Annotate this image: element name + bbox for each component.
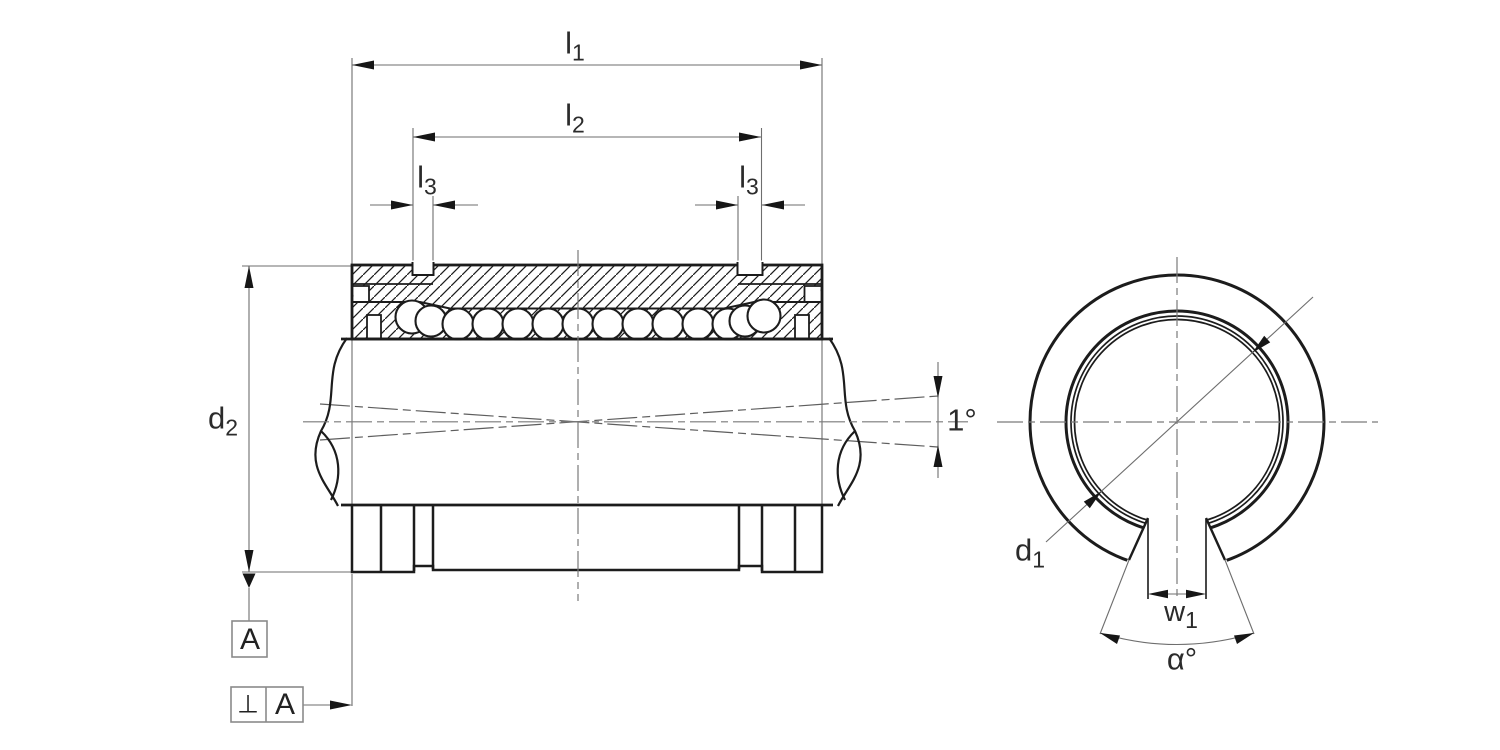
ball — [681, 307, 715, 341]
shaft — [314, 337, 862, 507]
datum-symbols — [230, 620, 304, 723]
shaft-break-right-lens — [836, 430, 856, 501]
d2-extension-lines — [242, 265, 351, 573]
d2-arrow-bottom — [244, 550, 254, 572]
dim-d1-sub: 1 — [1032, 546, 1046, 573]
slot-edge-lines — [1147, 519, 1207, 599]
dim-d2-base: d — [207, 400, 226, 436]
opening-angle-text: α° — [1166, 641, 1198, 677]
tilted-axis-upper — [319, 395, 939, 441]
dim-l3-left-base: l — [417, 159, 425, 195]
ball — [471, 307, 505, 341]
slot-wedge-cutout — [1097, 515, 1257, 661]
d1-dimension-line — [1045, 296, 1314, 543]
fcf-datum-letter: A — [274, 688, 296, 721]
dim-d1-base: d — [1014, 532, 1033, 568]
slot-geometry — [1127, 517, 1227, 599]
dim-d2-sub: 2 — [225, 414, 239, 441]
datum-a-box — [231, 620, 268, 658]
l3-left-arrow-a — [391, 200, 413, 210]
l2-arrow-left — [413, 132, 435, 142]
groove-left-cut — [412, 260, 434, 275]
ball — [621, 307, 655, 341]
dim-label-d2: d2 — [208, 402, 238, 439]
lower-flange-outline — [350, 505, 824, 574]
dim-label-l2: l2 — [565, 99, 585, 136]
shaft-break-left-lens — [320, 430, 340, 501]
l3-right-arrow-b — [762, 200, 784, 210]
step-notch-right-outline — [803, 285, 821, 301]
l2-arrow-right — [739, 132, 761, 142]
shaft-break-left — [314, 337, 348, 507]
dim-l2-sub: 2 — [572, 111, 585, 138]
datum-triangle — [242, 573, 256, 588]
w1-arrow-left — [1148, 589, 1168, 599]
tilted-axis-lines — [319, 395, 939, 448]
seals — [366, 314, 810, 340]
ball-row — [394, 298, 782, 341]
groove-right-outline — [736, 262, 764, 276]
step-notch-left-cut — [353, 286, 369, 301]
centerlines — [303, 250, 1378, 601]
dim-label-w1: w1 — [1164, 598, 1198, 632]
dim-l3-left-sub: 3 — [424, 173, 437, 200]
misalignment-angle-text: 1° — [947, 402, 977, 438]
l3-extension-lines — [432, 196, 739, 262]
dim-label-d1: d1 — [1015, 534, 1045, 571]
dim-l3-right-sub: 3 — [746, 173, 759, 200]
extension-lines — [242, 58, 939, 706]
d1-arrow-upper — [1252, 335, 1271, 353]
w1-arrow-right — [1186, 589, 1206, 599]
datum-a-letter: A — [239, 623, 261, 656]
l1-arrow-left — [352, 60, 374, 70]
lower-flange-ribs — [379, 505, 797, 571]
ball — [441, 307, 475, 341]
dim-w1-base: w — [1164, 596, 1186, 629]
ball — [591, 307, 625, 341]
ball — [501, 307, 535, 341]
shaft-break-right — [828, 337, 862, 507]
side-view — [242, 58, 939, 706]
alpha-arrow-right — [1234, 633, 1254, 644]
angle-arrow-top — [933, 376, 943, 398]
slot-cut-faces — [1127, 517, 1227, 561]
alpha-arrow-left — [1100, 633, 1120, 644]
l3-left-arrow-b — [433, 200, 455, 210]
fcf-leader-arrow — [330, 700, 352, 710]
return-ball — [746, 298, 782, 334]
l2-extension-lines — [412, 128, 763, 262]
dim-label-l3-left: l3 — [417, 161, 437, 198]
step-notch-left-outline — [353, 285, 370, 301]
groove-right-cut — [737, 260, 763, 275]
perpendicularity-icon: ⊥ — [237, 690, 259, 719]
alpha-extension-lines — [1099, 559, 1255, 635]
d2-arrow-top — [244, 266, 254, 288]
step-notch-right-cut — [804, 286, 821, 301]
dim-l3-right-base: l — [739, 159, 747, 195]
l1-arrow-right — [800, 60, 822, 70]
arrowheads — [242, 60, 1271, 710]
opening-angle-label: α° — [1167, 644, 1197, 675]
dim-w1-sub: 1 — [1185, 606, 1198, 633]
misalignment-angle-label: 1° — [947, 405, 977, 436]
ball — [531, 307, 565, 341]
d1-arrow-lower — [1083, 491, 1102, 509]
dim-l1-base: l — [565, 25, 573, 61]
dim-l2-base: l — [565, 97, 573, 133]
dim-l1-sub: 1 — [572, 39, 585, 66]
feature-control-frame-box — [230, 686, 304, 723]
tilted-axis-lower — [319, 403, 939, 448]
l3-right-arrow-a — [716, 200, 738, 210]
seal-left — [366, 314, 382, 340]
dim-label-l1: l1 — [565, 27, 585, 64]
ball — [651, 307, 685, 341]
dim-label-l3-right: l3 — [739, 161, 759, 198]
angle-arrow-bottom — [933, 445, 943, 467]
groove-left-outline — [411, 262, 435, 276]
lower-flange — [350, 505, 824, 574]
seal-right — [794, 314, 810, 340]
